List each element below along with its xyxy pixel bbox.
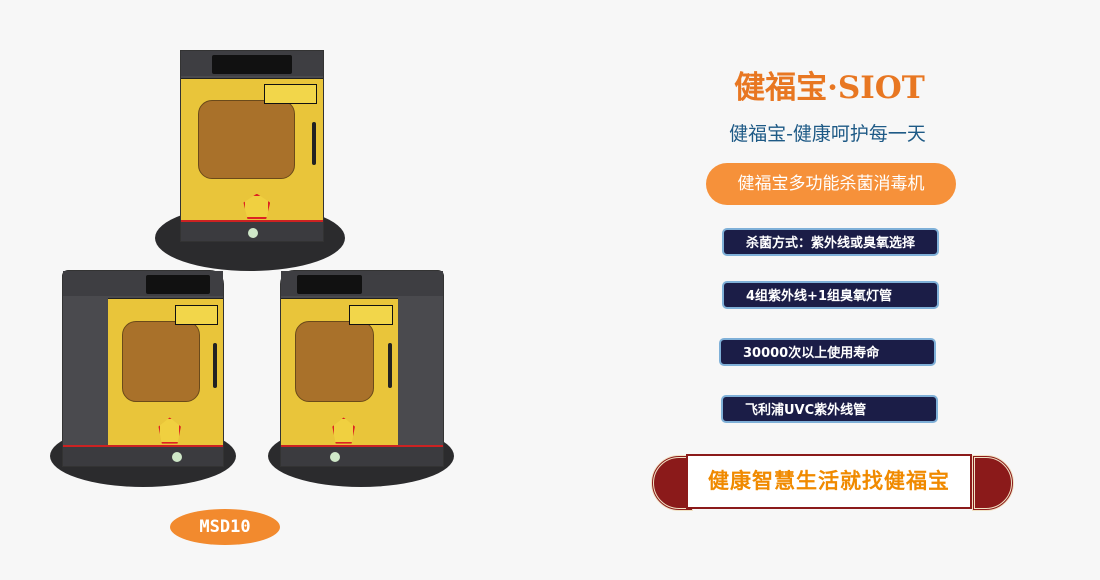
uv-label bbox=[243, 193, 271, 220]
control-panel bbox=[297, 274, 362, 295]
uv-label bbox=[158, 417, 181, 444]
feature-item: 杀菌方式：紫外线或臭氧选择 bbox=[722, 228, 939, 256]
model-badge: MSD10 bbox=[170, 509, 280, 545]
bottom-banner: 健康智慧生活就找健福宝 bbox=[686, 454, 972, 509]
warning-label bbox=[264, 84, 318, 104]
sterilizer-cabinet-left bbox=[62, 270, 224, 467]
banner-ornament-right bbox=[972, 455, 1014, 511]
viewing-window bbox=[294, 321, 375, 403]
door-handle bbox=[311, 121, 316, 165]
door-handle bbox=[387, 343, 392, 388]
viewing-window bbox=[198, 100, 295, 179]
uv-label bbox=[332, 417, 355, 444]
product-pill: 健福宝多功能杀菌消毒机 bbox=[706, 163, 956, 205]
warning-label bbox=[174, 305, 219, 325]
control-panel bbox=[212, 54, 292, 74]
control-panel bbox=[146, 274, 211, 295]
feature-item: 30000次以上使用寿命 bbox=[719, 338, 936, 366]
slogan: 健福宝-健康呵护每一天 bbox=[729, 123, 926, 145]
power-led-icon bbox=[171, 452, 182, 463]
brand-title: 健福宝·SIOT bbox=[734, 70, 925, 106]
viewing-window bbox=[121, 321, 200, 403]
door-handle bbox=[213, 343, 218, 388]
sterilizer-cabinet-right bbox=[280, 270, 444, 467]
warning-label bbox=[349, 305, 393, 325]
feature-item: 飞利浦UVC紫外线管 bbox=[721, 395, 938, 423]
power-led-icon bbox=[329, 452, 340, 463]
feature-item: 4组紫外线+1组臭氧灯管 bbox=[722, 281, 939, 309]
sterilizer-cabinet-top bbox=[180, 50, 324, 242]
power-led-icon bbox=[247, 227, 258, 238]
